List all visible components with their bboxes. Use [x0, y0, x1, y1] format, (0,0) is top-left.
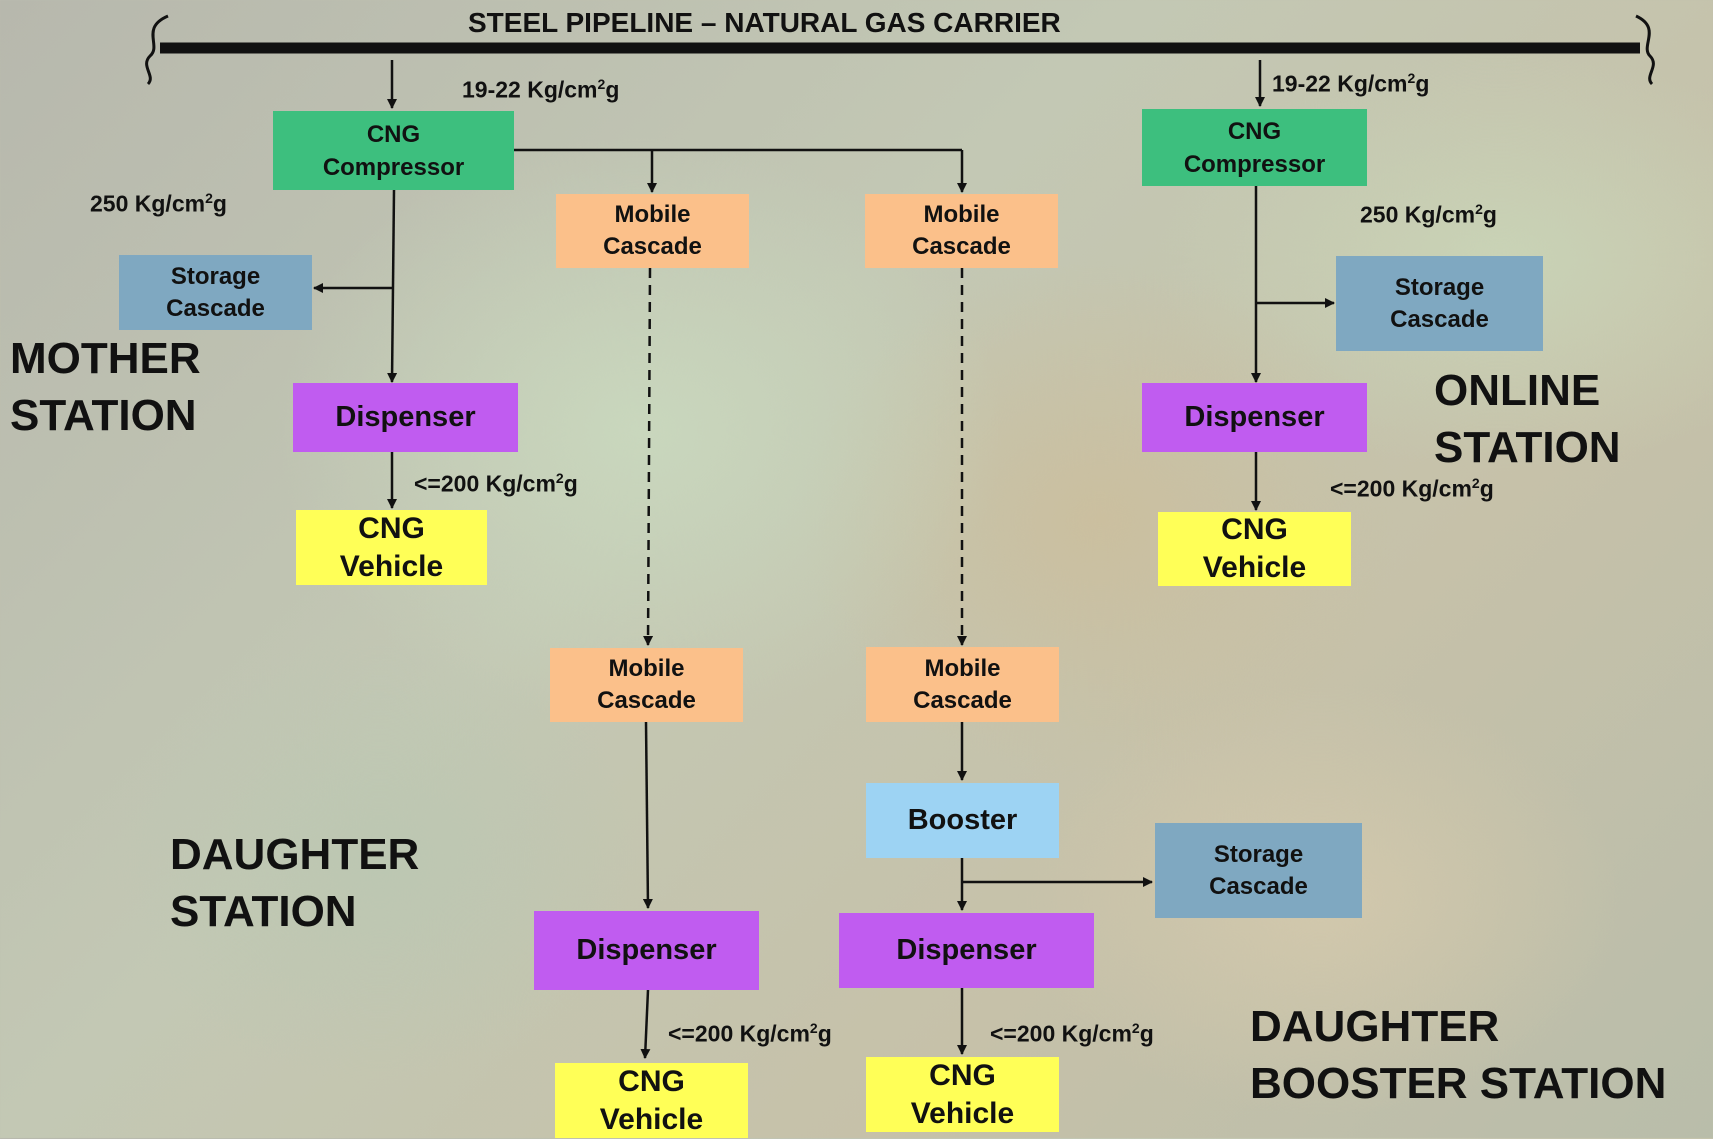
mother-dispenser: Dispenser	[293, 383, 518, 452]
pipeline-break-left	[145, 14, 169, 86]
online-outlet-pressure: 250 Kg/cm2g	[1360, 201, 1497, 228]
booster-dispenser: Dispenser	[839, 913, 1094, 988]
online-vehicle-pressure: <=200 Kg/cm2g	[1330, 475, 1494, 502]
daughter-dispenser: Dispenser	[534, 911, 759, 990]
online-station-label: ONLINE STATION	[1434, 366, 1621, 472]
mother-station-label: MOTHER STATION	[10, 334, 201, 440]
online-inlet-pressure: 19-22 Kg/cm2g	[1272, 70, 1430, 97]
daughter-cng-vehicle: CNG Vehicle	[555, 1063, 748, 1138]
booster-cng-vehicle: CNG Vehicle	[866, 1057, 1059, 1132]
mother-cng-compressor: CNG Compressor	[273, 111, 514, 190]
mother-storage-cascade: Storage Cascade	[119, 255, 312, 330]
daughter-station-label: DAUGHTER STATION	[170, 830, 420, 936]
online-cng-vehicle: CNG Vehicle	[1158, 512, 1351, 586]
booster: Booster	[866, 783, 1059, 858]
online-dispenser: Dispenser	[1142, 383, 1367, 452]
mother-inlet-pressure: 19-22 Kg/cm2g	[462, 76, 620, 103]
booster-storage-cascade: Storage Cascade	[1155, 823, 1362, 918]
daughter-vehicle-pressure: <=200 Kg/cm2g	[668, 1020, 832, 1047]
mobile-cascade-bottom-right: Mobile Cascade	[866, 647, 1059, 722]
online-cng-compressor: CNG Compressor	[1142, 109, 1367, 186]
online-storage-cascade: Storage Cascade	[1336, 256, 1543, 351]
pipeline-break-right	[1635, 14, 1655, 86]
mother-cng-vehicle: CNG Vehicle	[296, 510, 487, 585]
mobile-cascade-top-right: Mobile Cascade	[865, 194, 1058, 268]
mobile-cascade-top-left: Mobile Cascade	[556, 194, 749, 268]
pipeline-title: STEEL PIPELINE – NATURAL GAS CARRIER	[468, 7, 1061, 38]
booster-vehicle-pressure: <=200 Kg/cm2g	[990, 1020, 1154, 1047]
daughter-booster-station-label: DAUGHTER BOOSTER STATION	[1250, 1002, 1667, 1108]
mother-vehicle-pressure: <=200 Kg/cm2g	[414, 470, 578, 497]
mother-outlet-pressure: 250 Kg/cm2g	[90, 190, 227, 217]
mobile-cascade-bottom-left: Mobile Cascade	[550, 648, 743, 722]
